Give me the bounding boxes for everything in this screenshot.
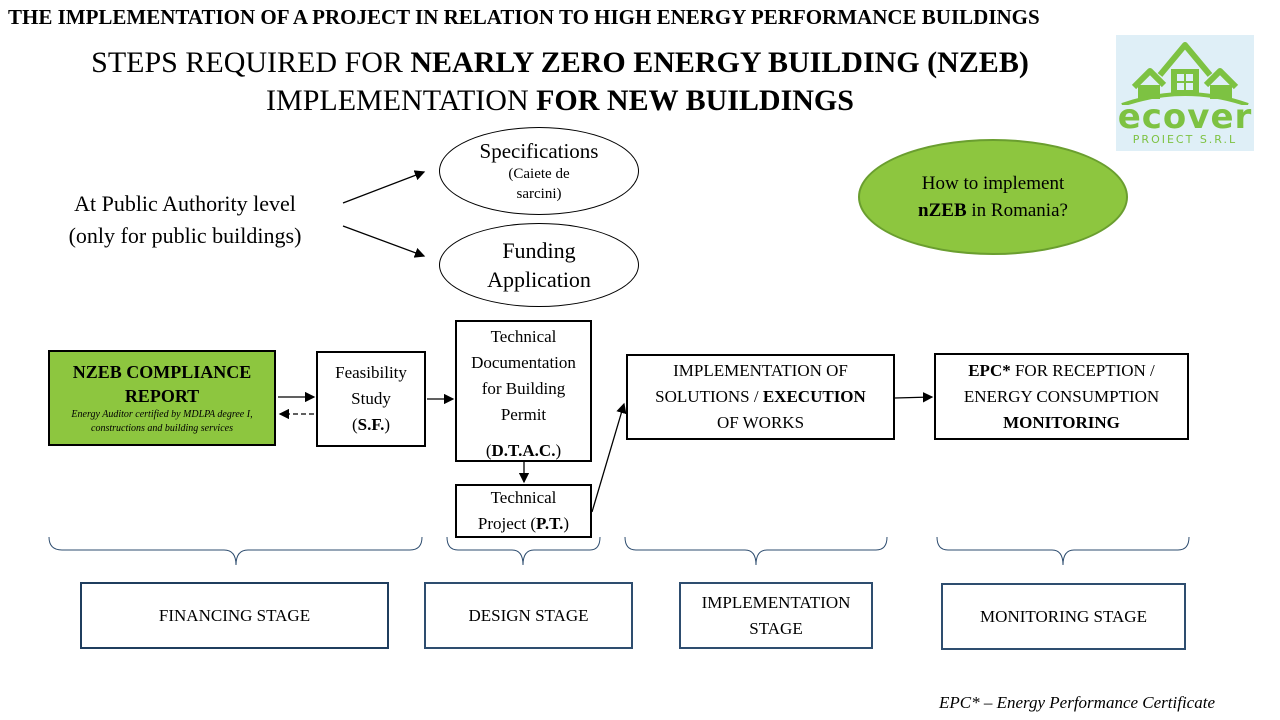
public-authority-label: At Public Authority level (only for publ…: [40, 188, 330, 252]
question-line2-rest: in Romania?: [966, 200, 1068, 221]
main-title-line1-plain: STEPS REQUIRED FOR: [91, 46, 411, 79]
main-title-line2-plain: IMPLEMENTATION: [266, 84, 537, 117]
implementation-line2-bold: EXECUTION: [762, 387, 866, 406]
nzeb-report-sub2: constructions and building services: [91, 423, 233, 434]
pt-abbr: P.T.: [536, 514, 564, 533]
footnote: EPC* – Energy Performance Certificate: [938, 693, 1215, 712]
technical-project-box: Technical Project (P.T.): [455, 484, 592, 538]
pt-line2-plain: Project (: [477, 514, 536, 533]
design-stage-label: DESIGN STAGE: [468, 605, 589, 625]
epc-line3-bold: MONITORING: [1003, 412, 1120, 432]
logo-brand: ecover: [1117, 97, 1253, 137]
public-authority-line2: (only for public buildings): [68, 223, 302, 248]
epc-line1-bold: EPC*: [968, 360, 1011, 380]
question-ellipse: How to implement nZEB in Romania?: [858, 139, 1128, 255]
epc-reception-box: EPC* FOR RECEPTION / ENERGY CONSUMPTION …: [934, 353, 1189, 440]
feasibility-abbr: S.F.: [357, 415, 385, 434]
top-title: THE IMPLEMENTATION OF A PROJECT IN RELAT…: [8, 5, 1040, 29]
dtac-box: Technical Documentation for Building Per…: [455, 320, 592, 462]
dtac-abbr: D.T.A.C.: [491, 441, 556, 460]
funding-line2: Application: [487, 267, 591, 292]
dtac-line2: Documentation: [471, 353, 576, 372]
pt-line2-end: ): [563, 514, 570, 533]
implementation-stage-label2: STAGE: [749, 618, 803, 638]
main-title: STEPS REQUIRED FOR NEARLY ZERO ENERGY BU…: [0, 44, 1120, 120]
houses-icon: [1121, 42, 1249, 105]
main-title-line2-bold: FOR NEW BUILDINGS: [536, 84, 854, 117]
brace-design: [446, 536, 601, 566]
pt-line1: Technical: [490, 488, 557, 507]
line-pt-to-implementation: [591, 402, 627, 513]
brace-financing: [48, 536, 423, 566]
dtac-line1: Technical: [490, 327, 557, 346]
nzeb-compliance-report-box: NZEB COMPLIANCE REPORT Energy Auditor ce…: [48, 350, 276, 446]
financing-stage-box: FINANCING STAGE: [80, 582, 389, 649]
financing-stage-label: FINANCING STAGE: [158, 605, 311, 625]
implementation-stage-label1: IMPLEMENTATION: [701, 592, 851, 612]
epc-line1-rest: FOR RECEPTION /: [1010, 360, 1155, 380]
monitoring-stage-box: MONITORING STAGE: [941, 583, 1186, 650]
dtac-line4: Permit: [500, 405, 547, 424]
feasibility-line1: Feasibility: [335, 363, 407, 382]
brace-implementation: [624, 536, 888, 566]
question-line2-bold: nZEB: [918, 200, 967, 221]
nzeb-report-title1: NZEB COMPLIANCE: [72, 362, 252, 382]
main-title-line1-bold: NEARLY ZERO ENERGY BUILDING (NZEB): [410, 46, 1029, 79]
implementation-box: IMPLEMENTATION OF SOLUTIONS / EXECUTION …: [626, 354, 895, 440]
specifications-ellipse: Specifications (Caiete de sarcini): [439, 127, 639, 215]
public-authority-line1: At Public Authority level: [74, 191, 296, 216]
logo-subtitle: PROIECT S.R.L: [1132, 133, 1238, 146]
monitoring-stage-label: MONITORING STAGE: [980, 606, 1147, 626]
epc-line2: ENERGY CONSUMPTION: [963, 386, 1160, 406]
question-line1: How to implement: [921, 173, 1065, 194]
nzeb-report-title2: REPORT: [124, 386, 200, 406]
arrow-to-funding: [342, 225, 426, 258]
brace-monitoring: [936, 536, 1190, 566]
design-stage-box: DESIGN STAGE: [424, 582, 633, 649]
arrow-to-specifications: [342, 170, 426, 204]
ecover-logo: ecover PROIECT S.R.L: [1116, 35, 1254, 151]
implementation-line2-plain: SOLUTIONS /: [655, 387, 763, 406]
specifications-sub2: sarcini): [516, 186, 562, 202]
feasibility-study-box: Feasibility Study (S.F.): [316, 351, 426, 447]
implementation-line1: IMPLEMENTATION OF: [673, 361, 848, 380]
feasibility-line2: Study: [351, 389, 391, 408]
implementation-stage-box: IMPLEMENTATION STAGE: [679, 582, 873, 649]
funding-line1: Funding: [502, 238, 576, 263]
dtac-line3: for Building: [481, 379, 566, 398]
nzeb-report-sub1: Energy Auditor certified by MDLPA degree…: [71, 409, 253, 420]
funding-ellipse: Funding Application: [439, 223, 639, 307]
specifications-sub1: (Caiete de: [508, 166, 570, 182]
arrow-implementation-to-epc: [894, 392, 934, 403]
implementation-line3: OF WORKS: [716, 413, 805, 432]
specifications-title: Specifications: [479, 139, 599, 163]
